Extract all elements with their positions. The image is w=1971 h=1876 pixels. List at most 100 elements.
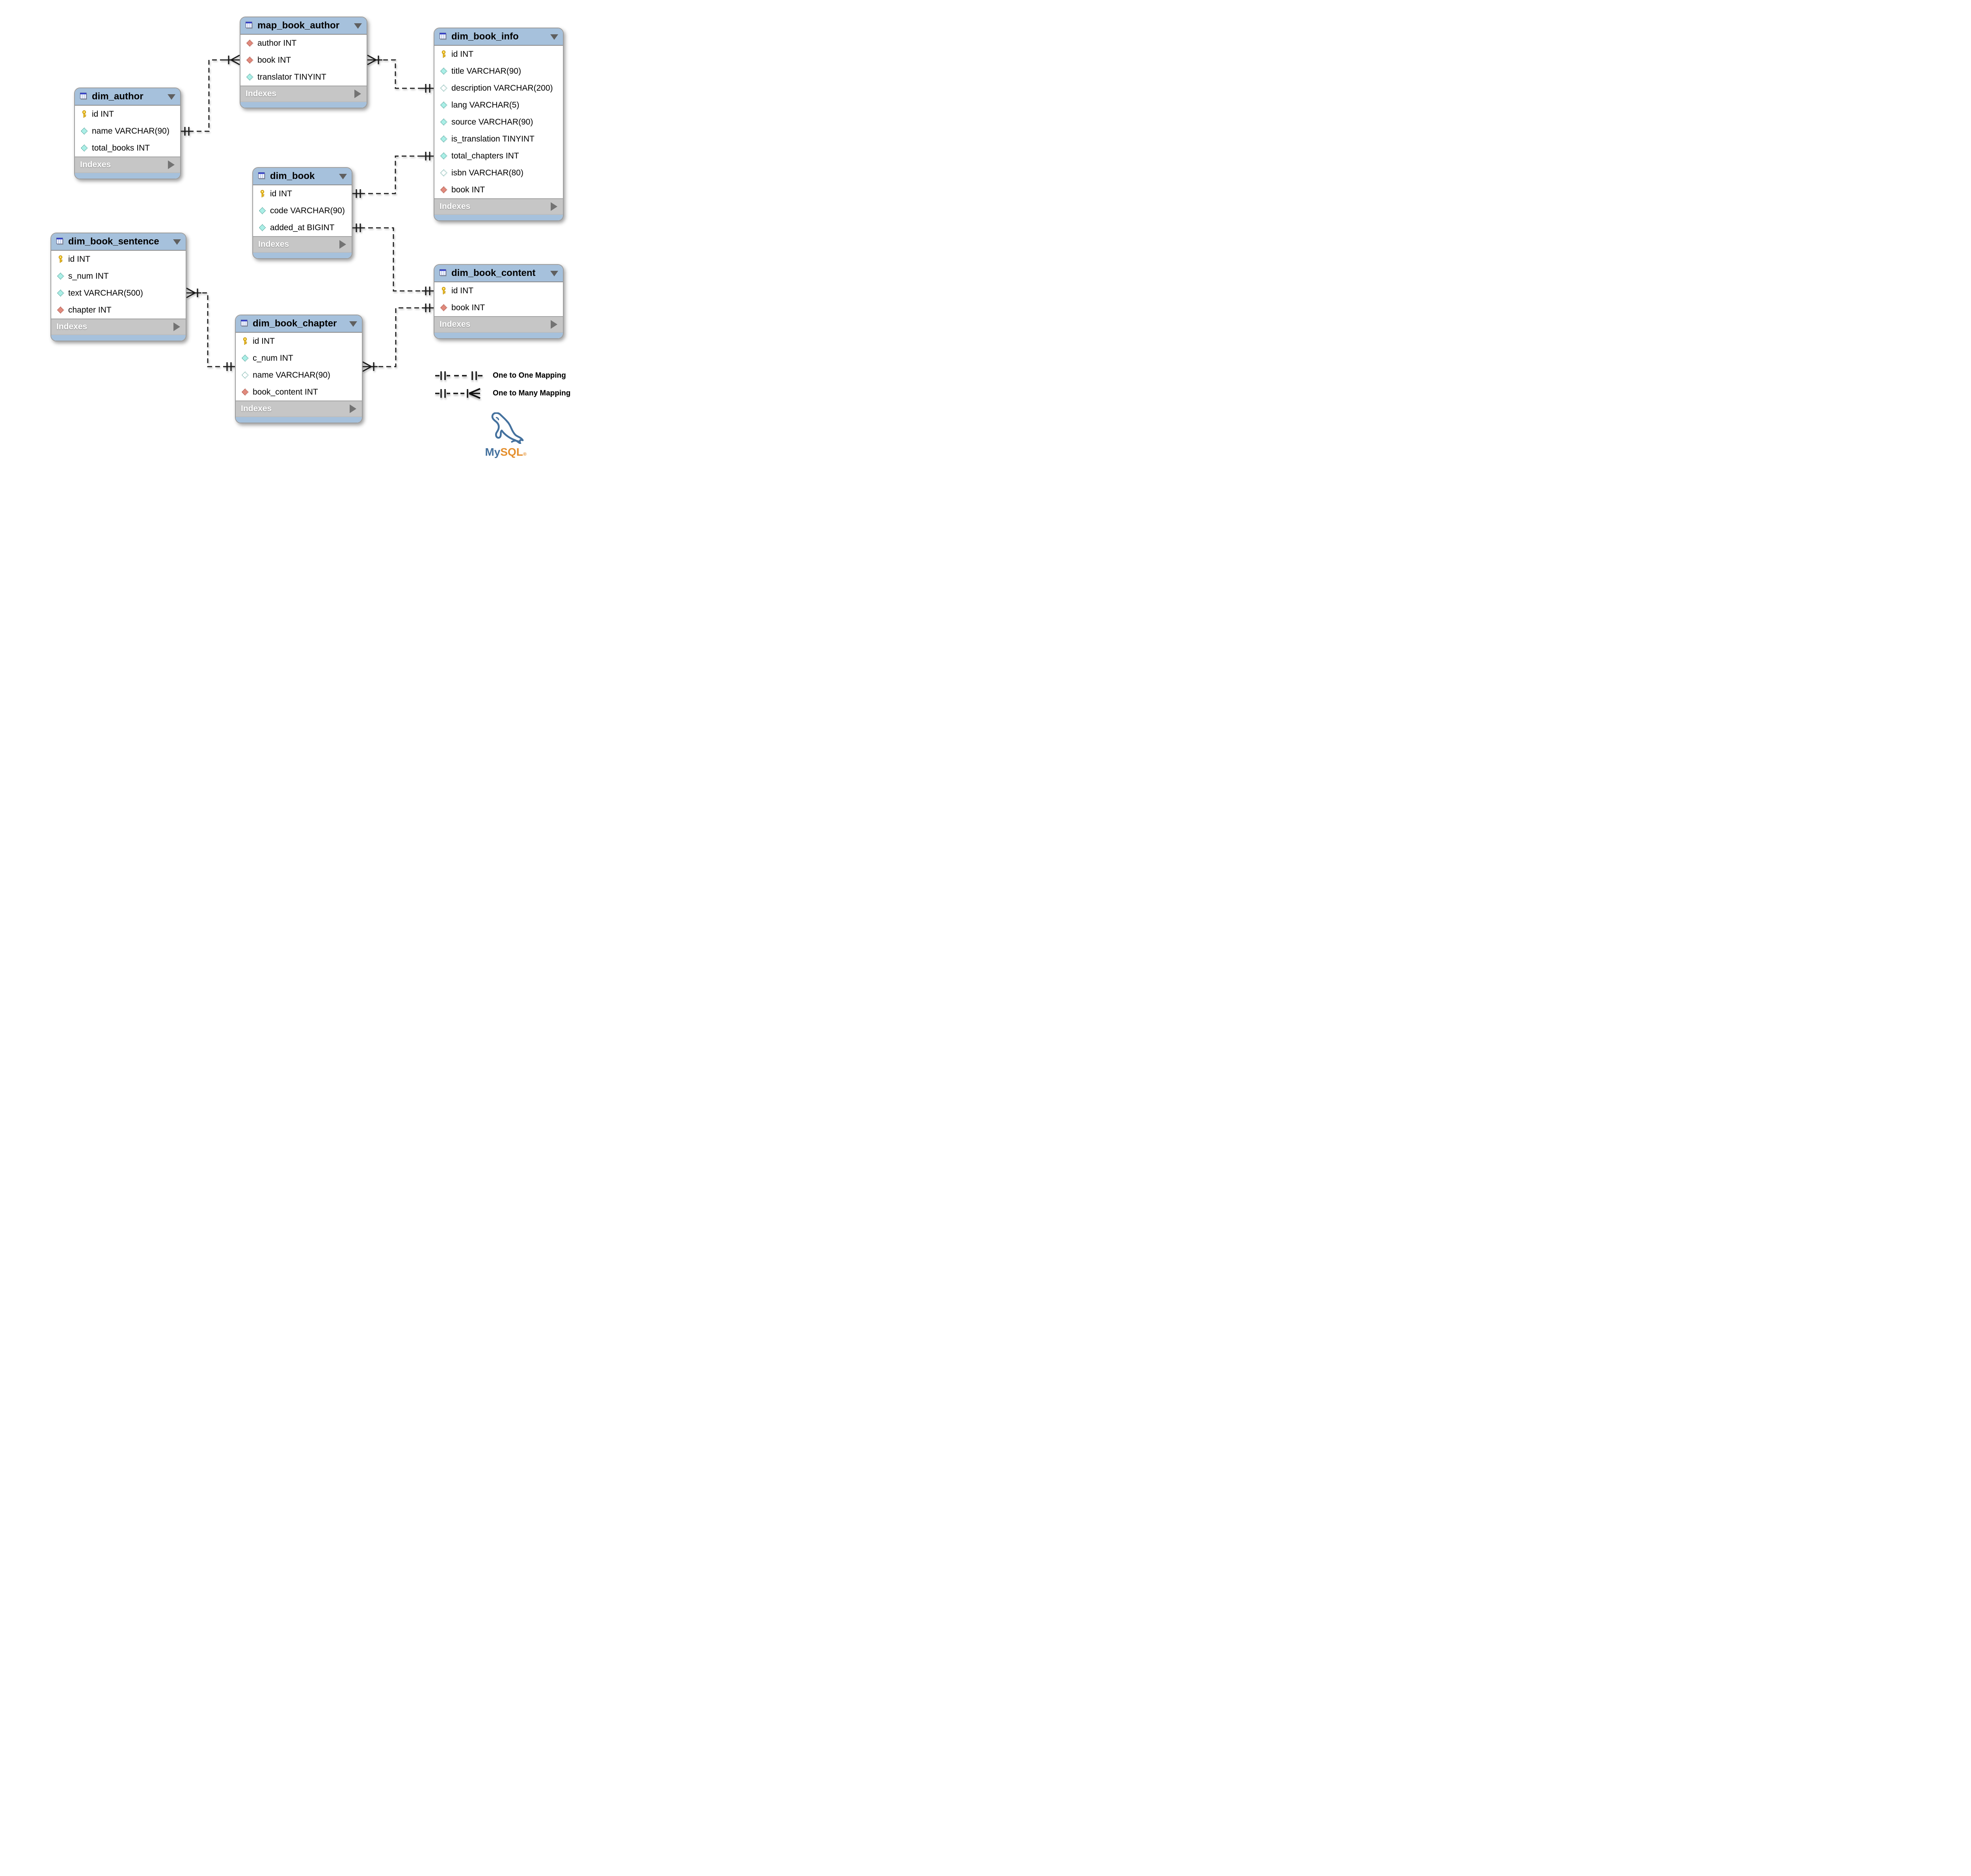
- column-row-title[interactable]: title VARCHAR(90): [434, 63, 563, 80]
- collapse-arrow-icon[interactable]: [339, 174, 347, 179]
- indexes-expand-arrow-icon[interactable]: [350, 404, 356, 413]
- indexes-expand-arrow-icon[interactable]: [339, 240, 346, 249]
- column-row-translator[interactable]: translator TINYINT: [240, 69, 367, 86]
- table-footer: [434, 332, 563, 338]
- table-header[interactable]: dim_book_info: [434, 28, 563, 46]
- indexes-expand-arrow-icon[interactable]: [354, 89, 361, 98]
- column-label: text VARCHAR(500): [68, 288, 143, 298]
- column-row-lang[interactable]: lang VARCHAR(5): [434, 97, 563, 114]
- column-row-s_num[interactable]: s_num INT: [51, 268, 186, 285]
- column-row-source[interactable]: source VARCHAR(90): [434, 114, 563, 130]
- collapse-arrow-icon[interactable]: [349, 321, 357, 327]
- column-row-book[interactable]: book INT: [434, 299, 563, 316]
- column-row-book[interactable]: book INT: [240, 52, 367, 69]
- column-row-book[interactable]: book INT: [434, 181, 563, 198]
- columns-list: id INT c_num INT name VARCHAR(90) book_cont…: [236, 333, 362, 401]
- table-footer: [236, 416, 362, 423]
- collapse-arrow-icon[interactable]: [168, 94, 175, 100]
- primary-key-icon: [80, 110, 88, 119]
- indexes-label: Indexes: [246, 89, 277, 98]
- collapse-arrow-icon[interactable]: [550, 271, 558, 276]
- indexes-label: Indexes: [56, 322, 88, 331]
- column-row-id[interactable]: id INT: [51, 251, 186, 268]
- column-row-total_chapters[interactable]: total_chapters INT: [434, 147, 563, 164]
- table-title: dim_author: [92, 91, 143, 102]
- rel-dim_author-map_book_author[interactable]: [181, 54, 240, 136]
- column-row-id[interactable]: id INT: [434, 282, 563, 299]
- table-header[interactable]: dim_book_content: [434, 265, 563, 282]
- indexes-expand-arrow-icon[interactable]: [551, 202, 557, 211]
- indexes-section[interactable]: Indexes: [51, 319, 186, 334]
- rel-dim_book_sentence-dim_book_chapter[interactable]: [186, 287, 235, 371]
- indexes-section[interactable]: Indexes: [75, 156, 180, 172]
- rel-dim_book_chapter-dim_book_content[interactable]: [362, 304, 434, 372]
- table-header[interactable]: dim_book: [253, 168, 352, 185]
- indexes-section[interactable]: Indexes: [253, 236, 352, 252]
- table-header[interactable]: dim_author: [75, 88, 180, 106]
- table-header[interactable]: dim_book_chapter: [236, 315, 362, 333]
- column-row-book_content[interactable]: book_content INT: [236, 384, 362, 401]
- one-to-many-mapping-icon: [435, 388, 481, 399]
- column-diamond-icon: [439, 101, 448, 110]
- indexes-section[interactable]: Indexes: [434, 316, 563, 332]
- column-row-name[interactable]: name VARCHAR(90): [236, 367, 362, 384]
- indexes-expand-arrow-icon[interactable]: [173, 322, 180, 331]
- column-diamond-icon: [80, 127, 88, 136]
- column-row-id[interactable]: id INT: [75, 106, 180, 123]
- column-row-chapter[interactable]: chapter INT: [51, 302, 186, 319]
- indexes-expand-arrow-icon[interactable]: [551, 320, 557, 329]
- columns-list: id INT title VARCHAR(90)description VARCH…: [434, 46, 563, 198]
- nullable-column-diamond-icon: [240, 371, 249, 380]
- column-row-id[interactable]: id INT: [434, 46, 563, 63]
- rel-map_book_author-dim_book_info[interactable]: [367, 54, 434, 93]
- indexes-expand-arrow-icon[interactable]: [168, 160, 175, 169]
- column-label: id INT: [68, 254, 91, 264]
- column-label: id INT: [253, 336, 275, 346]
- column-label: name VARCHAR(90): [253, 370, 330, 380]
- wordmark-sql: SQL: [500, 446, 523, 458]
- column-row-name[interactable]: name VARCHAR(90): [75, 123, 180, 140]
- column-diamond-icon: [56, 272, 65, 281]
- table-footer: [253, 252, 352, 258]
- foreign-key-diamond-icon: [240, 388, 249, 397]
- column-row-id[interactable]: id INT: [253, 185, 352, 202]
- column-row-isbn[interactable]: isbn VARCHAR(80): [434, 164, 563, 181]
- indexes-section[interactable]: Indexes: [434, 198, 563, 214]
- column-row-description[interactable]: description VARCHAR(200): [434, 80, 563, 97]
- column-row-c_num[interactable]: c_num INT: [236, 350, 362, 367]
- indexes-section[interactable]: Indexes: [240, 86, 367, 101]
- column-diamond-icon: [240, 354, 249, 363]
- column-row-code[interactable]: code VARCHAR(90): [253, 202, 352, 219]
- column-label: lang VARCHAR(5): [451, 100, 520, 110]
- table-header[interactable]: dim_book_sentence: [51, 233, 186, 251]
- column-label: id INT: [451, 49, 474, 59]
- collapse-arrow-icon[interactable]: [173, 239, 181, 245]
- primary-key-icon: [56, 255, 65, 264]
- indexes-section[interactable]: Indexes: [236, 401, 362, 416]
- table-header[interactable]: map_book_author: [240, 17, 367, 35]
- table-icon: [240, 319, 249, 328]
- column-diamond-icon: [258, 207, 266, 215]
- collapse-arrow-icon[interactable]: [354, 23, 362, 29]
- column-label: isbn VARCHAR(80): [451, 168, 523, 177]
- column-label: total_chapters INT: [451, 151, 519, 160]
- column-row-author[interactable]: author INT: [240, 35, 367, 52]
- rel-dim_book-dim_book_info[interactable]: [352, 152, 434, 198]
- column-row-added_at[interactable]: added_at BIGINT: [253, 219, 352, 236]
- rel-dim_book-dim_book_content[interactable]: [352, 224, 434, 295]
- column-row-is_translation[interactable]: is_translation TINYINT: [434, 130, 563, 147]
- legend-item-one-to-many: One to Many Mapping: [435, 387, 570, 399]
- column-row-total_books[interactable]: total_books INT: [75, 140, 180, 156]
- collapse-arrow-icon[interactable]: [550, 34, 558, 40]
- column-row-text[interactable]: text VARCHAR(500): [51, 285, 186, 302]
- column-row-id[interactable]: id INT: [236, 333, 362, 350]
